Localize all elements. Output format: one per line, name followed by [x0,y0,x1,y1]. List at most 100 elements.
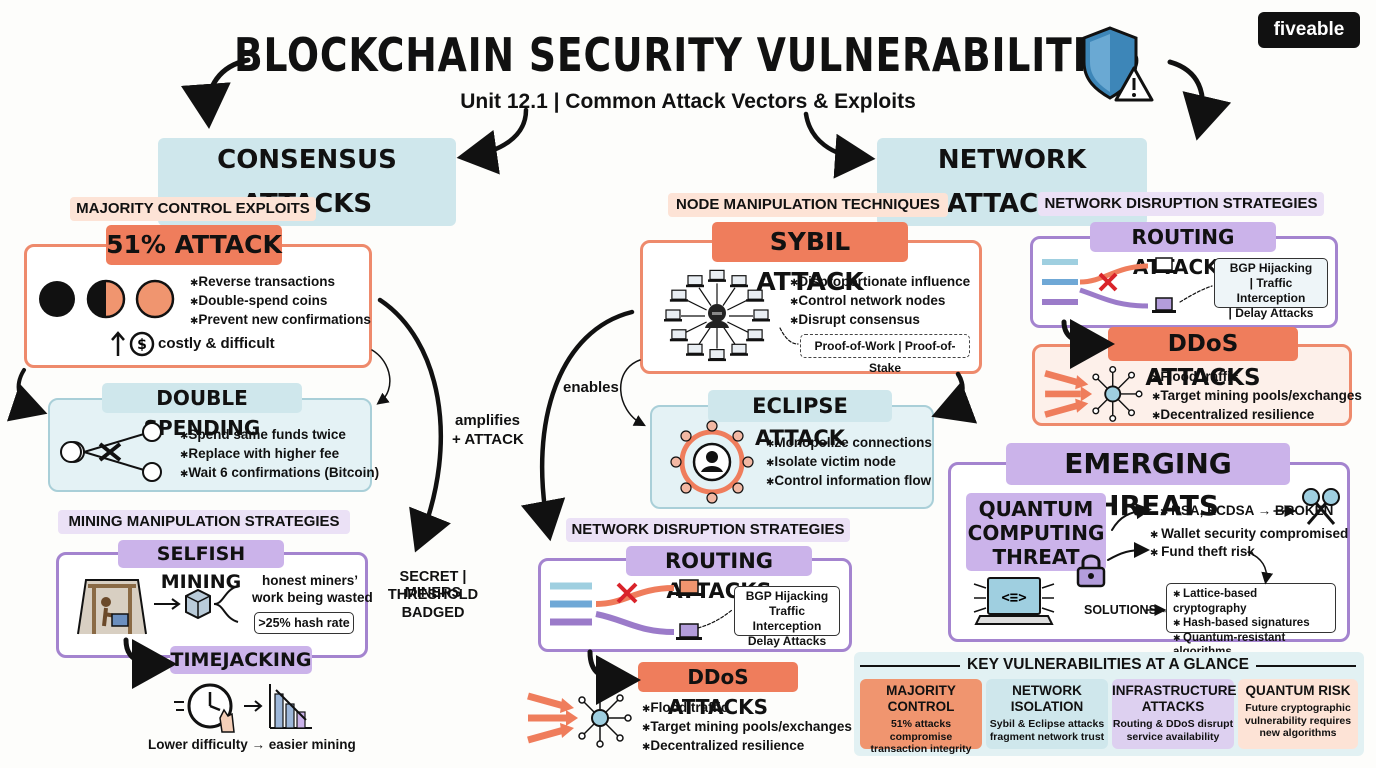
key-card-desc: service availability [1126,730,1220,743]
emerging-threats-heading: EMERGING THREATS [1006,443,1290,522]
routing-tag-right: BGP Hijacking | Traffic Interception | D… [1214,258,1328,320]
quantum-line: THREAT [992,545,1080,569]
routing-attacks-label-mid: ROUTING ATTACKS [626,546,812,603]
key-vulnerabilities-heading: KEY VULNERABILITIES AT A GLANCE [967,656,1249,673]
svg-text:$: $ [137,337,147,353]
node-computer-icon [746,289,765,302]
bullet: Flood traffic [642,699,852,718]
key-card-title: NETWORK [1012,683,1082,698]
quantum-line: QUANTUM [978,497,1094,521]
key-card-title: ISOLATION [1010,699,1084,714]
routing-tag-line: Delay Attacks [747,634,827,648]
quantum-line: COMPUTING [967,521,1105,545]
key-card-title: QUANTUM RISK [1245,683,1351,698]
bullet: Disrupt consensus [790,311,970,330]
bullet: Decentralized resilience [642,737,852,756]
routing-tag-line: BGP Hijacking [1229,261,1313,275]
divider [1256,665,1356,667]
key-card-title: INFRASTRUCTURE [1112,683,1237,698]
padlock-icon [1076,554,1106,588]
double-spend-coins-icon [60,422,162,482]
ddos-attacks-label-right: DDoS ATTACKS [1108,327,1298,391]
key-card-desc: fragment network trust [989,730,1105,743]
clock-hand-chart-icon [174,683,312,733]
routing-tag-line: Traffic Interception [752,604,822,633]
key-card-desc: transaction integrity [870,743,972,755]
routing-tag-line: | Traffic Interception [1236,276,1306,305]
node-computer-icon [708,269,726,282]
bullet: Decentralized resilience [1152,406,1362,425]
node-computer-icon [686,343,704,356]
key-card-desc: Future cryptographic [1245,702,1351,714]
node-computer-icon [669,329,688,342]
bullet: Flood traffic [1152,368,1362,387]
badged-label: BADGED [401,605,465,621]
selfish-note-1: honest miners’ [262,573,359,588]
key-card-desc: Routing & DDoS disrupt [1112,718,1234,730]
bullet: Reverse transactions [190,273,371,292]
routing-arrows-icon-mid [550,579,702,640]
node-manipulation-chip: NODE MANIPULATION TECHNIQUES [668,193,948,217]
svg-text:<≡>: <≡> [1001,590,1026,606]
amplifies-label: amplifies [455,412,521,429]
key-card-title: MAJORITY [886,683,956,698]
bullet: RSA, ECDSA → BROKEN [1171,503,1334,518]
node-computer-icon [664,309,682,322]
node-computer-icon [708,348,726,362]
attack-51-label: 51% ATTACK [106,225,282,265]
shield-warning-icon [1082,26,1154,102]
enables-label: enables [563,379,619,396]
key-card-desc: 51% attacks compromise [889,718,953,743]
mining-manipulation-chip: MINING MANIPULATION STRATEGIES [58,510,350,534]
bullet: Prevent new confirmations [190,311,371,330]
bullet: Control network nodes [790,292,970,311]
node-computer-icon [669,289,688,302]
bullet: Isolate victim node [766,453,932,472]
sybil-attack-label: SYBIL ATTACK [712,222,908,296]
sybil-bullets: Disproportionate influence Control netwo… [790,273,970,330]
key-card-title: CONTROL [887,699,955,714]
routing-tag-mid: BGP Hijacking Traffic Interception Delay… [734,586,840,648]
routing-tag-line: | Delay Attacks [1228,306,1314,320]
solution-item: ✱ Lattice-based cryptography [1173,588,1258,615]
bullet: Spend same funds twice [180,426,379,445]
secret-miners-label: SECRET | MINERS [399,569,467,601]
majority-control-chip: MAJORITY CONTROL EXPLOITS [70,197,316,221]
double-spending-label: DOUBLE SPENDING [102,383,302,440]
bullet: Target mining pools/exchanges [1152,387,1362,406]
amplifies-attack-label: + ATTACK [452,431,524,448]
page-subtitle: Unit 12.1 | Common Attack Vectors & Expl… [460,90,916,113]
quantum-bullet-2: ✱ Fund theft risk [1150,544,1255,559]
majority-circles-icon [39,279,175,319]
network-disruption-chip-right: NETWORK DISRUPTION STRATEGIES [1038,192,1324,216]
quantum-bullet-1: ✱ Wallet security compromised [1150,526,1349,541]
divider [860,665,960,667]
solutions-label: SOLUTIONS → [1084,603,1173,617]
eclipse-node-icon [670,420,754,504]
bullet: Disproportionate influence [790,273,970,292]
bullet: Double-spend coins [190,292,371,311]
attack-51-bullets: Reverse transactions Double-spend coins … [190,273,371,330]
network-disruption-chip-mid: NETWORK DISRUPTION STRATEGIES [566,518,850,542]
cost-note: costly & difficult [158,335,275,352]
threshold-label: THRESHOLD [387,587,479,603]
solution-item: ✱ Hash-based signatures [1173,617,1310,629]
page-title: BLOCKCHAIN SECURITY VULNERABILITIES [233,28,1143,82]
consensus-mechanism-tag: Proof-of-Work | Proof-of-Stake [800,334,970,375]
bullet: Fund theft risk [1161,544,1255,559]
key-card-desc: Sybil & Eclipse attacks [989,718,1105,730]
quantum-bullet-0: ✱ RSA, ECDSA → BROKEN [1160,503,1334,518]
ddos-attacks-label-mid: DDoS ATTACKS [638,662,798,719]
timejacking-caption: Lower difficulty → easier mining [148,737,356,752]
hooded-attacker-icon [705,304,729,328]
cost-up-icon: $ [111,331,155,357]
solution-text: Hash-based signatures [1183,617,1310,629]
selfish-note-2: work being wasted [252,590,373,605]
selfish-mining-label: SELFISH MINING [118,540,284,593]
node-computer-icon [730,275,748,288]
node-computer-icon [746,329,765,342]
